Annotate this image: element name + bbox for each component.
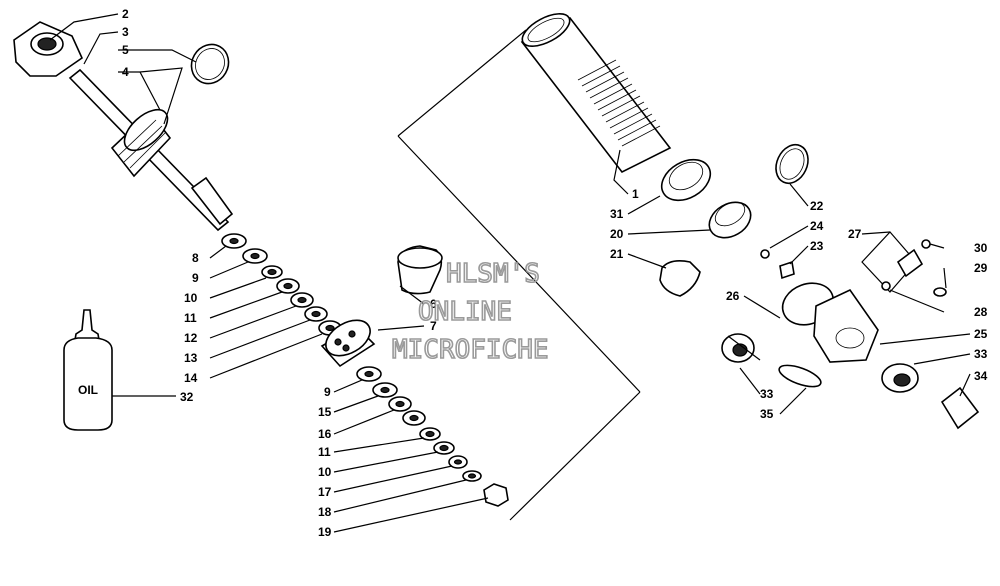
label-14: 14 — [184, 371, 198, 385]
label-33-right: 33 — [974, 347, 988, 361]
label-1: 1 — [632, 187, 639, 201]
label-26: 26 — [726, 289, 740, 303]
label-21: 21 — [610, 247, 624, 261]
label-13: 13 — [184, 351, 198, 365]
label-16: 16 — [318, 427, 332, 441]
valve-27-parts — [861, 231, 947, 297]
washer-stack-left — [221, 233, 342, 336]
watermark-line-3: MICROFICHE — [392, 335, 549, 365]
label-31: 31 — [610, 207, 624, 221]
sleeve-34-part — [940, 386, 980, 430]
label-18: 18 — [318, 505, 332, 519]
o-ring-22-part — [775, 143, 809, 185]
spring-adjuster-31-part — [660, 158, 712, 202]
oil-bottle: OIL — [63, 309, 113, 431]
leader-lines — [49, 13, 971, 533]
label-2: 2 — [122, 7, 129, 21]
label-28: 28 — [974, 305, 988, 319]
label-7: 7 — [430, 319, 437, 333]
label-3: 3 — [122, 25, 129, 39]
shock-body-part — [520, 13, 672, 174]
clip-21-part — [659, 260, 701, 297]
watermark-line-1: HLSM'S — [446, 259, 540, 289]
label-35: 35 — [760, 407, 774, 421]
label-9-left: 9 — [192, 271, 199, 285]
label-30: 30 — [974, 241, 988, 255]
watermark-line-2: ONLINE — [418, 297, 512, 327]
label-27: 27 — [848, 227, 862, 241]
label-24: 24 — [810, 219, 824, 233]
label-6: 6 — [430, 297, 437, 311]
label-23: 23 — [810, 239, 824, 253]
watermark: HLSM'S ONLINE MICROFICHE — [391, 258, 549, 366]
label-33-left: 33 — [760, 387, 774, 401]
label-15: 15 — [318, 405, 332, 419]
label-34: 34 — [974, 369, 988, 383]
label-12: 12 — [184, 331, 198, 345]
assembly-outline — [397, 29, 641, 521]
label-22: 22 — [810, 199, 824, 213]
label-29: 29 — [974, 261, 988, 275]
small-parts-23-24 — [760, 249, 795, 280]
washer-stack-center — [356, 366, 509, 507]
disc-35-part — [778, 364, 822, 388]
label-32: 32 — [180, 390, 194, 404]
label-10-center: 10 — [318, 465, 332, 479]
shock-eye-part — [13, 21, 84, 77]
part-number-labels: 2 3 5 4 8 9 10 11 12 13 14 32 6 7 9 15 1… — [122, 7, 988, 539]
label-9-center: 9 — [324, 385, 331, 399]
label-17: 17 — [318, 485, 332, 499]
label-10-left: 10 — [184, 291, 198, 305]
label-25: 25 — [974, 327, 988, 341]
label-11-center: 11 — [318, 445, 331, 459]
label-4: 4 — [122, 65, 129, 79]
oil-bottle-label: OIL — [78, 383, 98, 397]
piston-part — [320, 319, 376, 368]
bushing-33-left-part — [721, 333, 755, 363]
label-19: 19 — [318, 525, 332, 539]
label-20: 20 — [610, 227, 624, 241]
piston-band-part — [397, 245, 443, 295]
label-5: 5 — [122, 43, 129, 57]
label-11-left: 11 — [184, 311, 197, 325]
bushing-33-right-part — [881, 363, 919, 393]
reservoir-body-25-part — [781, 282, 879, 363]
reservoir-cap-part — [110, 108, 172, 178]
lock-ring-20-part — [708, 201, 752, 239]
o-ring-5-part — [190, 43, 230, 85]
label-8: 8 — [192, 251, 199, 265]
